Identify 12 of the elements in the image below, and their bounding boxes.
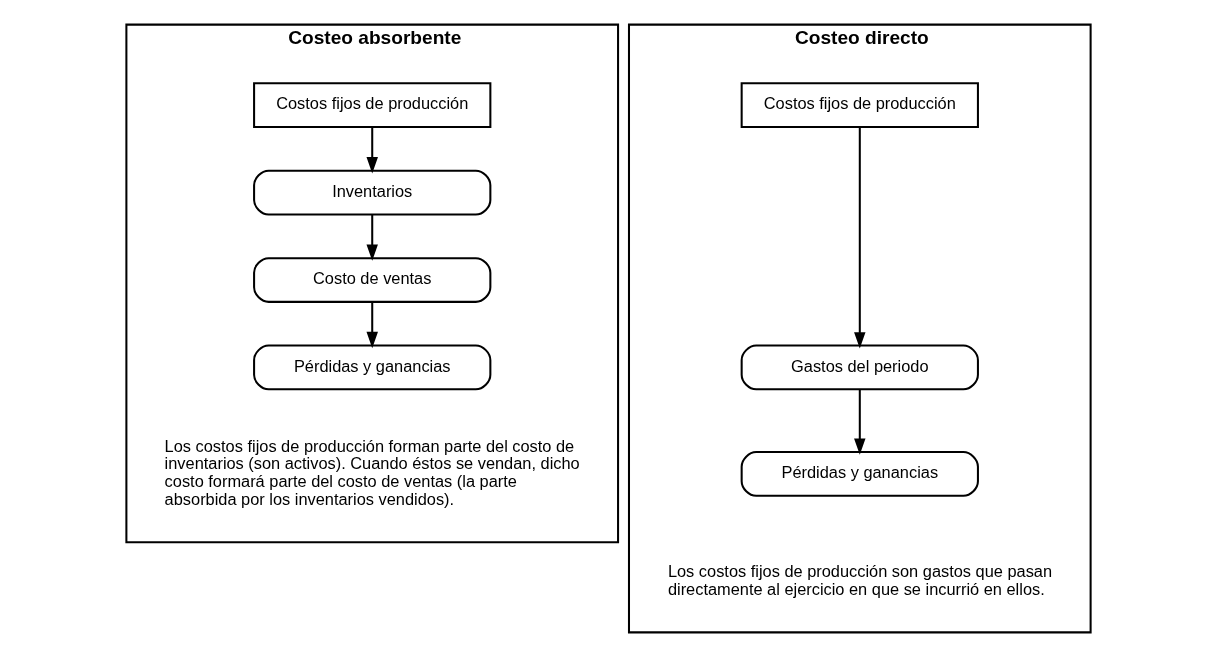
arrow [853, 127, 866, 349]
arrow [853, 389, 866, 455]
node-box: Pérdidas y ganancias [740, 451, 979, 497]
node-box: Pérdidas y ganancias [252, 344, 491, 391]
node-box: Costo de ventas [252, 257, 491, 303]
arrow [365, 301, 378, 349]
node-box: Inventarios [252, 169, 491, 216]
arrow [365, 127, 378, 174]
node-box: Costos fijos de producción [740, 82, 979, 129]
arrow [365, 214, 378, 261]
node-box: Gastos del periodo [740, 344, 979, 391]
node-box: Costos fijos de producción [252, 82, 491, 129]
